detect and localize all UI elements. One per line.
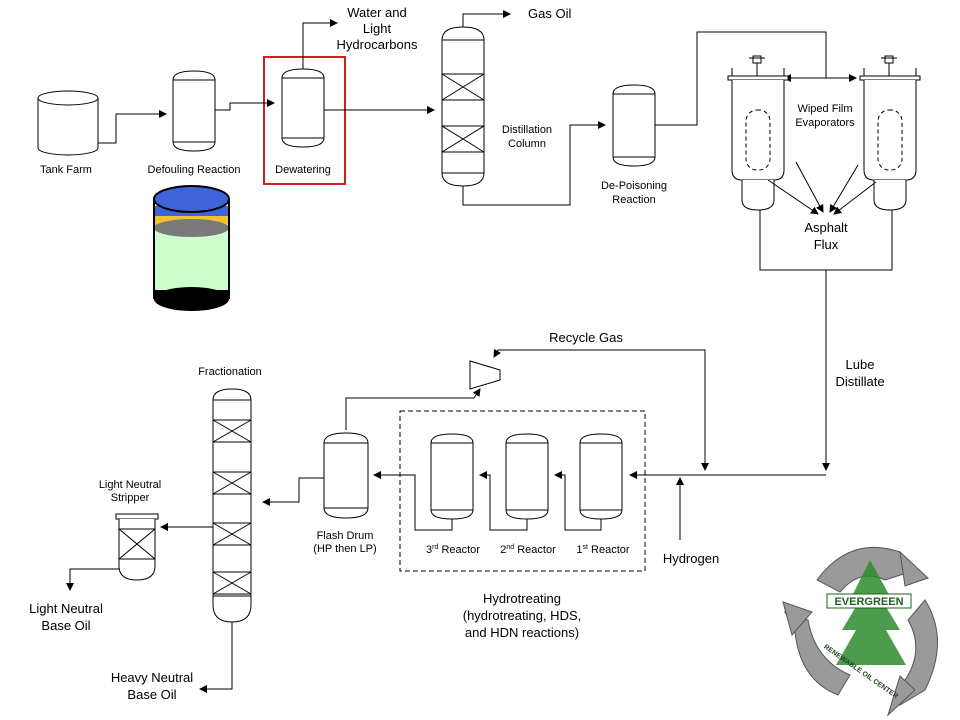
flash-to-fractionator-line xyxy=(262,477,324,506)
reactor-1-label: 1st Reactor xyxy=(576,544,629,556)
asphalt-label-1: Asphalt xyxy=(804,220,848,235)
recycle-gas-to-compressor xyxy=(493,348,501,358)
heavy-neutral-outlet-line xyxy=(199,622,233,693)
light-neutral-label-2: Base Oil xyxy=(41,618,90,633)
depoisoning-to-wfe-line xyxy=(655,31,827,126)
flash-drum xyxy=(323,432,369,519)
lube-label-1: Lube xyxy=(846,357,875,372)
oil-drum-icon xyxy=(153,185,230,311)
fractionation-column xyxy=(212,388,252,623)
dewatering-label: Dewatering xyxy=(275,164,331,176)
column-to-depoisoning-line xyxy=(462,121,606,206)
asphalt-arrow-1 xyxy=(795,161,824,213)
asphalt-arrow-3 xyxy=(829,164,859,213)
reactor-2 xyxy=(505,433,549,520)
light-neutral-label-1: Light Neutral xyxy=(29,601,103,616)
light-neutral-stripper xyxy=(115,513,159,581)
reactor-3-to-flash-line xyxy=(373,471,453,531)
tank-farm-vessel xyxy=(37,90,99,156)
reactor-3 xyxy=(430,433,474,520)
heavy-neutral-label-1: Heavy Neutral xyxy=(111,670,193,685)
water-label-2: Light xyxy=(363,21,392,36)
asphalt-label-2: Flux xyxy=(814,237,839,252)
water-label-1: Water and xyxy=(347,5,407,20)
gas-oil-label: Gas Oil xyxy=(528,6,571,21)
recycle-gas-line xyxy=(498,349,706,470)
defouling-to-dewatering-line xyxy=(215,99,275,111)
reactor-2-to-3-line xyxy=(479,471,528,531)
distillation-column xyxy=(441,26,485,187)
wiped-film-evaporator-2 xyxy=(859,55,921,211)
asphalt-arrow-2 xyxy=(767,179,819,215)
tank-farm-label: Tank Farm xyxy=(40,164,92,176)
reactor-3-label: 3rd Reactor xyxy=(426,544,480,556)
distillation-label-1: Distillation xyxy=(502,124,552,136)
recycle-gas-label: Recycle Gas xyxy=(549,330,623,345)
wfe-label-bg xyxy=(793,100,857,130)
reactor-1 xyxy=(579,433,623,520)
hydrotreating-box xyxy=(399,410,646,572)
fractionation-label: Fractionation xyxy=(198,366,262,378)
water-label-3: Hydrocarbons xyxy=(337,37,418,52)
distillation-label-2: Column xyxy=(508,138,546,150)
depoisoning-vessel xyxy=(612,84,656,167)
heavy-neutral-label-2: Base Oil xyxy=(127,687,176,702)
ln-stripper-label-2: Stripper xyxy=(111,492,150,504)
depoisoning-label-1: De-Poisoning xyxy=(601,180,667,192)
flash-drum-label-1: Flash Drum xyxy=(317,530,374,542)
logo-brand-text: EVERGREEN xyxy=(834,596,903,608)
wfe-label-2: Evaporators xyxy=(795,117,855,129)
reactor-2-label: 2nd Reactor xyxy=(500,544,556,556)
evergreen-logo: EVERGREEN RENEWABLE OIL CENTER xyxy=(782,546,938,717)
light-neutral-outlet-line xyxy=(66,568,119,591)
wiped-film-evaporator-1 xyxy=(727,55,789,211)
hydrogen-label: Hydrogen xyxy=(663,551,719,566)
flash-to-compressor-line xyxy=(345,388,481,430)
flash-drum-label-2: (HP then LP) xyxy=(313,543,376,555)
dewatering-highlight-box xyxy=(263,56,346,185)
hydrotreating-label-1: Hydrotreating xyxy=(483,591,561,606)
dewatering-vessel xyxy=(281,68,325,148)
hydrotreating-label-2: (hydrotreating, HDS, xyxy=(463,608,582,623)
defouling-vessel xyxy=(172,70,216,152)
water-outlet-line xyxy=(302,19,338,69)
depoisoning-label-2: Reaction xyxy=(612,194,655,206)
compressor xyxy=(469,360,501,390)
reactor-1-to-2-line xyxy=(554,471,602,531)
gas-oil-outlet-line xyxy=(462,10,511,27)
wfe-label-1: Wiped Film xyxy=(797,103,852,115)
hydrotreating-label-3: and HDN reactions) xyxy=(465,625,579,640)
asphalt-arrow-4 xyxy=(833,181,877,215)
lube-label-2: Distillate xyxy=(835,374,884,389)
tank-to-defouling-line xyxy=(98,110,167,144)
ln-stripper-label-1: Light Neutral xyxy=(99,479,161,491)
defouling-label: Defouling Reaction xyxy=(148,164,241,176)
